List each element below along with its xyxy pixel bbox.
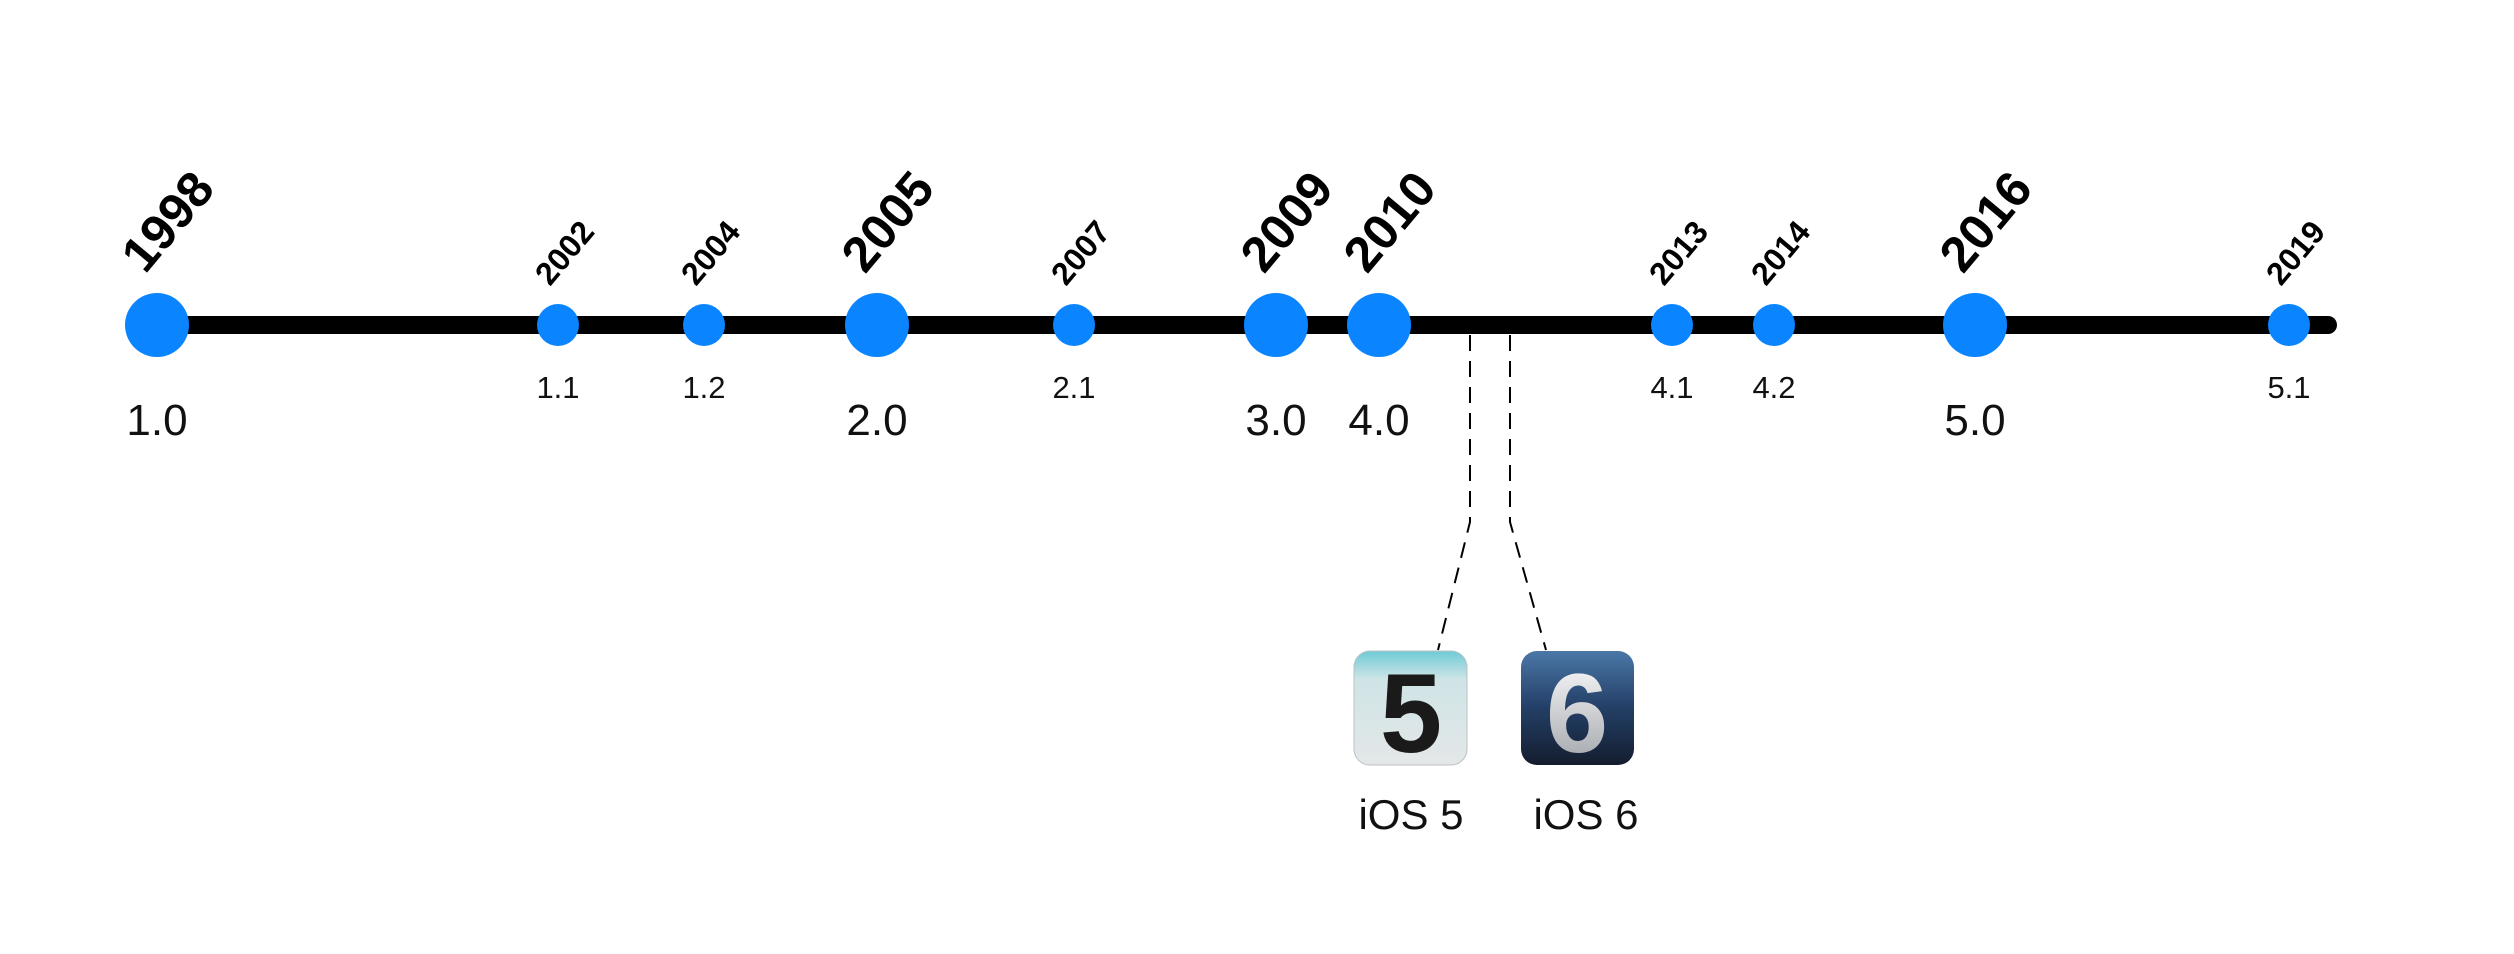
version-label: 1.1: [536, 370, 579, 405]
year-label: 2007: [1044, 214, 1117, 292]
year-label: 2019: [2259, 214, 2332, 292]
year-label: 2016: [1929, 161, 2043, 282]
timeline-dot-2010: [1347, 293, 1411, 357]
version-label: 5.0: [1944, 396, 2005, 445]
year-label: 2013: [1642, 214, 1715, 292]
ios5-connector: [1437, 335, 1471, 651]
version-label: 5.1: [2267, 370, 2310, 405]
svg-text:6: 6: [1546, 651, 1608, 776]
ios5-icon: 5: [1353, 650, 1468, 776]
year-label: 2009: [1230, 161, 1344, 282]
timeline-dot-2009: [1244, 293, 1308, 357]
year-label: 2010: [1333, 161, 1447, 282]
version-label: 4.2: [1752, 370, 1795, 405]
timeline-dot-2014: [1753, 304, 1795, 346]
timeline-dot-2004: [683, 304, 725, 346]
version-label: 2.0: [846, 396, 907, 445]
year-label: 1998: [111, 161, 225, 282]
version-label: 3.0: [1245, 396, 1306, 445]
svg-text:5: 5: [1380, 651, 1442, 776]
timeline-dot-2013: [1651, 304, 1693, 346]
version-label: 1.0: [126, 396, 187, 445]
version-label: 4.1: [1650, 370, 1693, 405]
version-label: 1.2: [682, 370, 725, 405]
year-label: 2014: [1744, 214, 1817, 292]
year-label: 2002: [528, 214, 601, 292]
year-label: 2005: [831, 161, 945, 282]
timeline-dot-2019: [2268, 304, 2310, 346]
version-label: 4.0: [1348, 396, 1409, 445]
year-label: 2004: [674, 214, 747, 292]
timeline-dot-2016: [1943, 293, 2007, 357]
timeline-dot-2002: [537, 304, 579, 346]
timeline-dot-1998: [125, 293, 189, 357]
timeline-dot-2005: [845, 293, 909, 357]
ios6-icon: 6: [1521, 651, 1634, 776]
timeline-dot-2007: [1053, 304, 1095, 346]
version-label: 2.1: [1052, 370, 1095, 405]
ios5-label: iOS 5: [1358, 791, 1463, 838]
ios6-label: iOS 6: [1533, 791, 1638, 838]
ios6-connector: [1509, 335, 1547, 651]
